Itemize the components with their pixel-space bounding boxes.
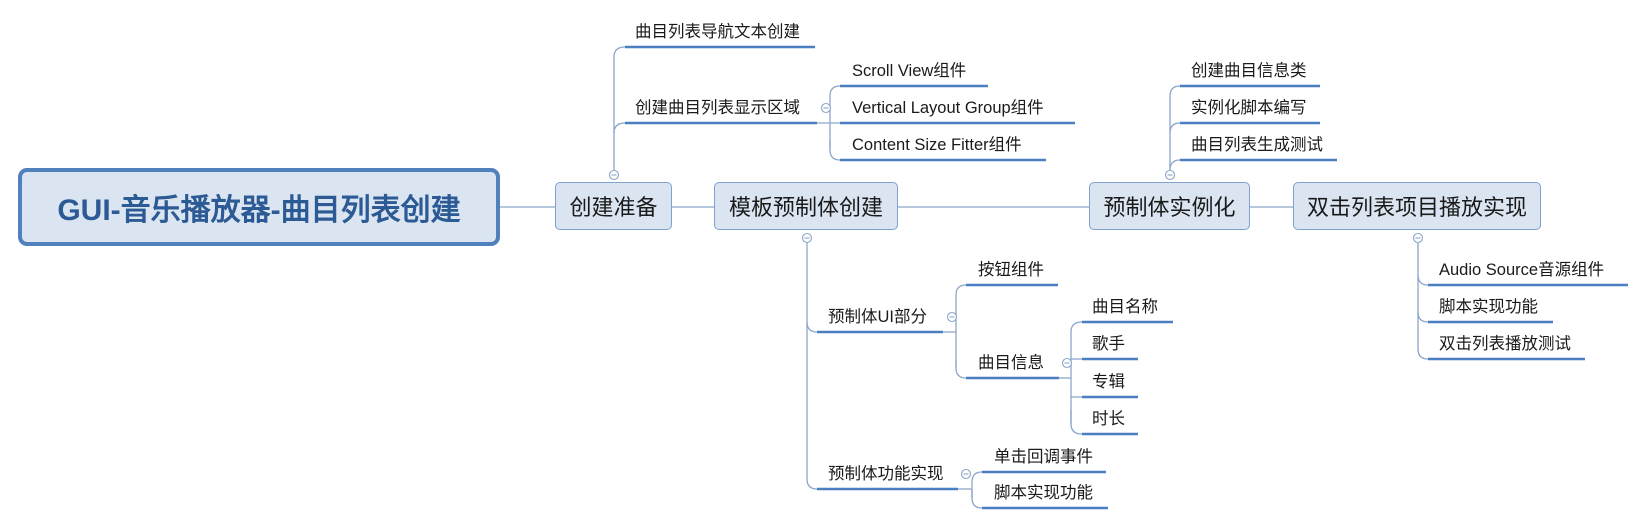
subtopic-double-click-test[interactable]: 双击列表播放测试	[1439, 335, 1571, 353]
connector-line	[1169, 85, 1181, 179]
topic-prefab-instantiate[interactable]: 预制体实例化	[1089, 182, 1250, 230]
branch-template-prefab	[806, 242, 1173, 510]
subtopic-duration[interactable]: 时长	[1092, 410, 1125, 428]
topic-template-prefab[interactable]: 模板预制体创建	[714, 182, 898, 230]
subtopic-instantiate-script[interactable]: 实例化脚本编写	[1191, 99, 1307, 117]
connector-line	[971, 490, 983, 509]
connector-line	[1417, 274, 1429, 286]
collapse-toggle-prefab-instantiate[interactable]	[1164, 169, 1176, 181]
subtopic-list-display-area[interactable]: 创建曲目列表显示区域	[635, 99, 800, 117]
branch-prefab-instantiate	[1169, 84, 1337, 179]
connector-line	[971, 471, 983, 498]
connector-line	[806, 321, 818, 333]
subtopic-scroll-view[interactable]: Scroll View组件	[852, 62, 967, 80]
collapse-toggle-template-prefab[interactable]	[801, 232, 813, 244]
subtopic-list-generation-test[interactable]: 曲目列表生成测试	[1191, 136, 1323, 154]
subtopic-button-component[interactable]: 按钮组件	[978, 261, 1044, 279]
collapse-toggle-prefab-function[interactable]	[960, 468, 972, 480]
subtopic-vertical-layout-group[interactable]: Vertical Layout Group组件	[852, 99, 1044, 117]
collapse-toggle-prefab-ui[interactable]	[946, 311, 958, 323]
topic-create-prep[interactable]: 创建准备	[555, 182, 672, 230]
connector-line	[1417, 311, 1429, 323]
subtopic-click-callback[interactable]: 单击回调事件	[994, 448, 1093, 466]
connector-line	[829, 85, 841, 150]
connector-line	[1417, 242, 1429, 360]
subtopic-script-function[interactable]: 脚本实现功能	[1439, 298, 1538, 316]
collapse-toggle-create-prep[interactable]	[608, 169, 620, 181]
subtopic-prefab-ui[interactable]: 预制体UI部分	[828, 308, 927, 326]
subtopic-create-track-info-class[interactable]: 创建曲目信息类	[1191, 62, 1307, 80]
connector-line	[1070, 410, 1083, 435]
topic-double-click-play[interactable]: 双击列表项目播放实现	[1293, 182, 1541, 230]
collapse-toggle-list-display-area[interactable]	[820, 102, 832, 114]
collapse-toggle-track-info[interactable]	[1061, 357, 1073, 369]
connector-line	[613, 122, 626, 134]
connector-line	[806, 242, 818, 490]
connector-line	[955, 284, 967, 368]
subtopic-singer[interactable]: 歌手	[1092, 335, 1125, 353]
branch-create-prep	[613, 45, 1075, 179]
subtopic-prefab-function[interactable]: 预制体功能实现	[828, 465, 944, 483]
subtopic-track-info[interactable]: 曲目信息	[978, 354, 1044, 372]
collapse-toggle-double-click-play[interactable]	[1412, 232, 1424, 244]
connector-line	[613, 46, 626, 179]
branch-double-click-play	[1417, 242, 1628, 361]
subtopic-track-name[interactable]: 曲目名称	[1092, 298, 1158, 316]
connector-line	[1070, 321, 1083, 424]
subtopic-script-function[interactable]: 脚本实现功能	[994, 484, 1093, 502]
subtopic-album[interactable]: 专辑	[1092, 373, 1125, 391]
central-topic[interactable]: GUI-音乐播放器-曲目列表创建	[18, 168, 500, 246]
subtopic-nav-text[interactable]: 曲目列表导航文本创建	[635, 23, 800, 41]
connector-line	[1169, 122, 1181, 134]
connector-line	[829, 140, 841, 161]
connector-line	[1169, 159, 1181, 171]
subtopic-audio-source[interactable]: Audio Source音源组件	[1439, 261, 1605, 279]
subtopic-content-size-fitter[interactable]: Content Size Fitter组件	[852, 136, 1022, 154]
connector-line	[955, 360, 967, 379]
